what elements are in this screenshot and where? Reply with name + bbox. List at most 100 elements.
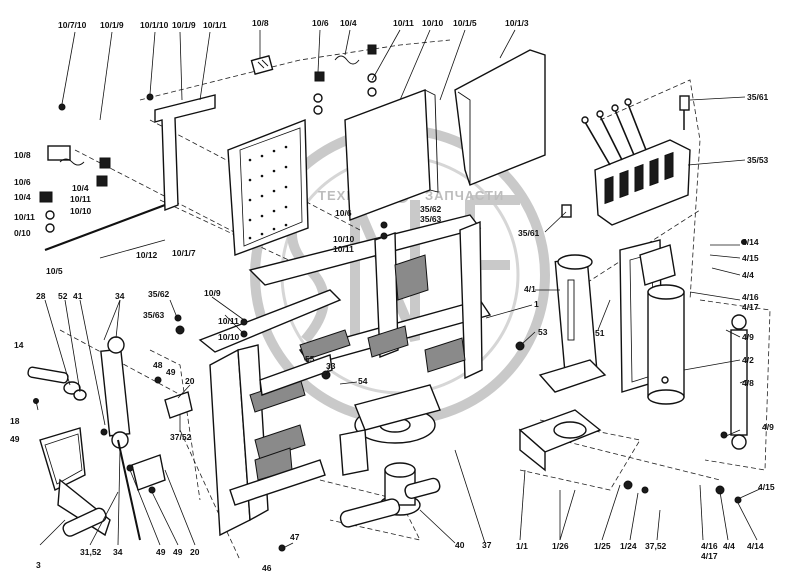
callout-label: 53: [538, 327, 548, 337]
panel-face: [227, 118, 309, 256]
callout-label: 4/14: [747, 541, 764, 551]
callout-label: 51: [595, 328, 605, 338]
callout-label: 10/1/5: [453, 18, 477, 28]
rod-10-5: [44, 203, 166, 252]
hydraulic-cylinder-34: [100, 336, 141, 541]
ram-cylinder: [720, 314, 748, 450]
cylinder-4-1: [538, 254, 607, 393]
leader-lines: [35, 29, 763, 549]
panel-inner-frame: [239, 127, 303, 247]
callout-label: 10/4: [72, 183, 89, 193]
callout-label: 4/16: [742, 292, 759, 302]
callout-label: 35/61: [518, 228, 540, 238]
callout-label: 4/16: [701, 541, 718, 551]
instrument-panel: [227, 118, 309, 256]
seat-cushion: [344, 89, 439, 221]
frame-top-beam: [198, 289, 342, 353]
valve-levers: [584, 103, 647, 166]
callout-label: 4/8: [742, 378, 754, 388]
callout-label: 41: [73, 291, 83, 301]
callout-label: 35/62: [148, 289, 170, 299]
callout-label: 4/15: [742, 253, 759, 263]
guide-line-2: [74, 149, 241, 236]
bolt-35-61-b: [561, 204, 572, 218]
callout-label: 4/9: [742, 332, 754, 342]
callout-label: 10/9: [204, 288, 221, 298]
callout-label: 1: [534, 299, 539, 309]
switch-small-1: [314, 71, 325, 82]
step-tread-5: [367, 325, 409, 358]
callout-label: 4/4: [723, 541, 735, 551]
callout-label: 34: [115, 291, 125, 301]
panel-rivets: [248, 145, 288, 240]
callout-label: 10/8: [14, 150, 31, 160]
clevis-20: [131, 391, 193, 491]
callout-label: 35/62: [420, 204, 442, 214]
callout-label: 10/6: [14, 177, 31, 187]
callout-label: 20: [185, 376, 195, 386]
callout-label: 40: [455, 540, 465, 550]
switch-10-8: [47, 145, 71, 161]
callout-label: 10/11: [393, 18, 414, 28]
callout-label: 10/1/10: [140, 20, 169, 30]
callout-label: 10/7/10: [58, 20, 87, 30]
callout-label: 46: [262, 563, 272, 573]
callout-label: 37: [482, 540, 492, 550]
callout-label: 4/14: [742, 237, 759, 247]
callout-label: 4/17: [742, 302, 759, 312]
step-tread-4: [394, 254, 429, 301]
callout-label: 28: [36, 291, 46, 301]
callout-label: 14: [14, 340, 24, 350]
callout-label: 47: [290, 532, 300, 542]
spring-10-6: [334, 55, 360, 65]
guide-line-9: [149, 349, 201, 501]
callout-label: 52: [58, 291, 68, 301]
callout-label: 33: [326, 361, 336, 371]
callout-label: 10/1/9: [172, 20, 196, 30]
callout-label: 35/63: [420, 214, 442, 224]
callout-label: 1/24: [620, 541, 637, 551]
callout-label: 4/9: [762, 422, 774, 432]
guide-line-6: [599, 79, 701, 301]
callout-label: 10/1/9: [100, 20, 124, 30]
callout-label: 49: [10, 434, 20, 444]
bracket-10-1-1: [154, 94, 216, 212]
spring-10-6-left: [59, 158, 85, 166]
callout-label: 10/10: [422, 18, 444, 28]
callout-label: 10/4: [340, 18, 357, 28]
step-tread-6: [424, 337, 466, 373]
step-tread-3: [299, 329, 351, 361]
callout-label: 49: [166, 367, 176, 377]
callout-label: 37,52: [645, 541, 667, 551]
bearing-housing: [518, 409, 602, 472]
callout-label: 10/11: [333, 244, 354, 254]
frame-right-column: [459, 220, 483, 380]
watermark-right-text: ЗАПЧАСТИ: [425, 188, 504, 203]
callout-label: 34: [113, 547, 123, 557]
callout-label: 10/11: [70, 194, 91, 204]
switch-block: [250, 55, 274, 75]
callout-label: 4/17: [701, 551, 718, 561]
bucket-3: [39, 427, 111, 537]
step-tread-2: [254, 424, 306, 461]
callout-label: 18: [10, 416, 20, 426]
callout-label: 10/6: [335, 208, 352, 218]
tube-4-2: [647, 284, 685, 405]
switch-small-2: [367, 44, 377, 55]
callout-label: 54: [358, 376, 368, 386]
callout-label: 10/1/7: [172, 248, 196, 258]
callout-label: 10/4: [14, 192, 31, 202]
callout-label: 48: [153, 360, 163, 370]
callout-label: 10/12: [136, 250, 158, 260]
callout-label: 3: [36, 560, 41, 570]
callout-label: 1/1: [516, 541, 528, 551]
callout-label: 10/11: [14, 212, 35, 222]
callout-label: 4/4: [742, 270, 754, 280]
callout-label: 37/52: [170, 432, 192, 442]
callout-label: 10/6: [312, 18, 329, 28]
swivel-hub: [339, 462, 441, 528]
pin-14: [27, 366, 87, 401]
callout-label: 4/1: [524, 284, 536, 294]
